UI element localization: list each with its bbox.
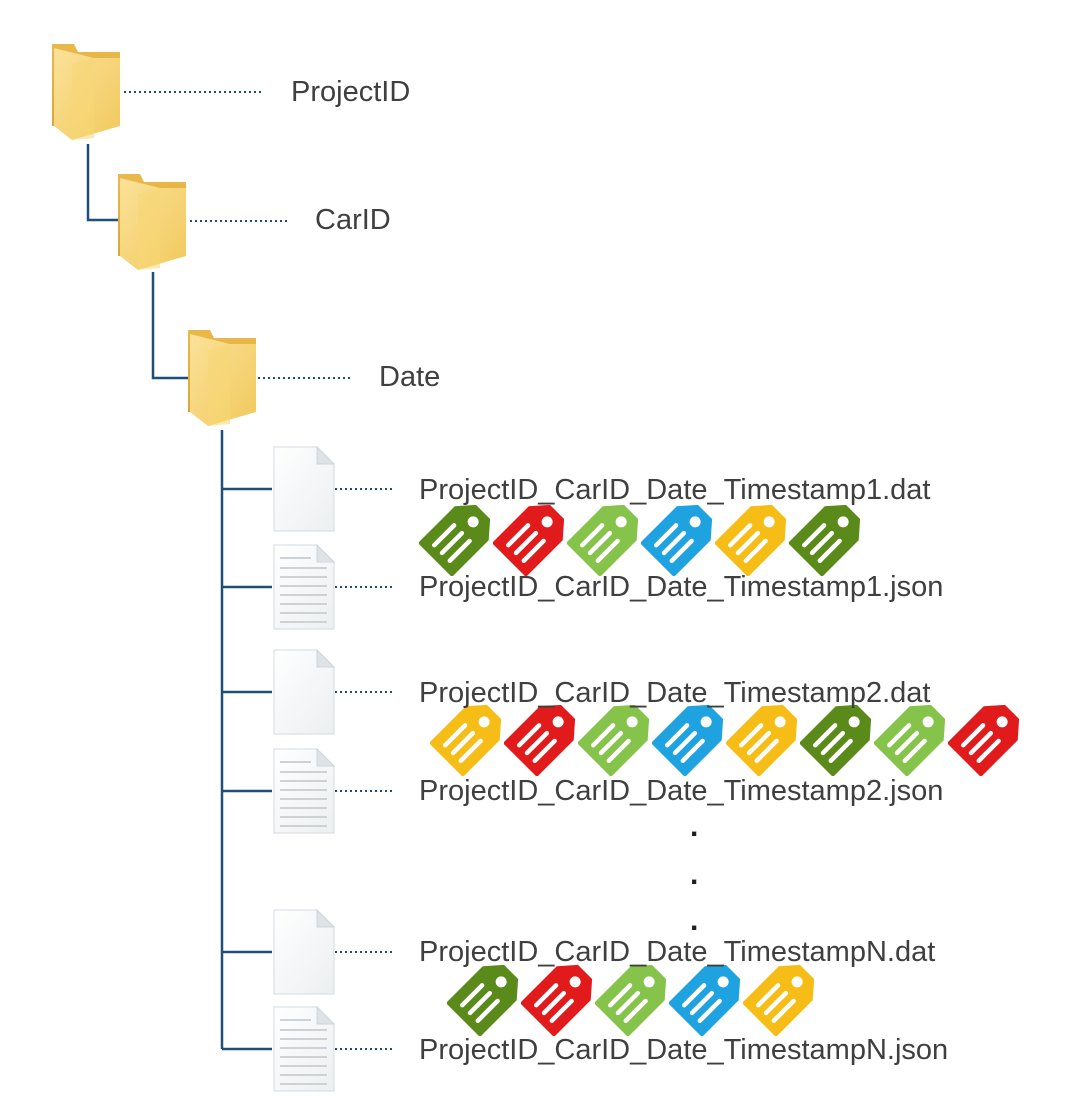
file-label-dat: ProjectID_CarID_Date_TimestampN.dat (419, 936, 936, 968)
tree-connectors (86, 91, 395, 1051)
dat-file-icon (273, 909, 335, 995)
file-label-dat: ProjectID_CarID_Date_Timestamp1.dat (419, 474, 931, 506)
tag-icon-red (492, 495, 574, 577)
folder-icon (118, 174, 186, 270)
tag-icon-light-green (566, 495, 648, 577)
file-label-json: ProjectID_CarID_Date_TimestampN.json (419, 1034, 949, 1066)
dat-file-icon (273, 446, 335, 532)
tree-branch (86, 144, 118, 222)
folder-icon (52, 44, 120, 140)
folder-label-car: CarID (315, 204, 391, 236)
tag-icon-yellow (714, 495, 796, 577)
json-file-icon (273, 748, 335, 834)
folder-icon (188, 330, 256, 426)
json-file-icon (273, 1006, 335, 1092)
file-label-json: ProjectID_CarID_Date_Timestamp2.json (419, 775, 944, 807)
ellipsis-dot: . (690, 904, 699, 937)
file-label-json: ProjectID_CarID_Date_Timestamp1.json (419, 571, 944, 603)
tag-icon-dark-green (788, 495, 870, 577)
tag-icon-blue (640, 495, 722, 577)
dat-file-icon (273, 649, 335, 735)
ellipsis-dot: . (690, 858, 699, 891)
json-file-icon (273, 544, 335, 630)
tree-icons (52, 44, 335, 1092)
folder-label-project: ProjectID (291, 76, 411, 108)
folder-label-date: Date (379, 361, 441, 393)
tag-icon-red (947, 695, 1029, 777)
ellipsis-dot: . (690, 810, 699, 843)
file-label-dat: ProjectID_CarID_Date_Timestamp2.dat (419, 677, 931, 709)
tag-icon-dark-green (418, 495, 500, 577)
tree-branch (151, 272, 188, 380)
